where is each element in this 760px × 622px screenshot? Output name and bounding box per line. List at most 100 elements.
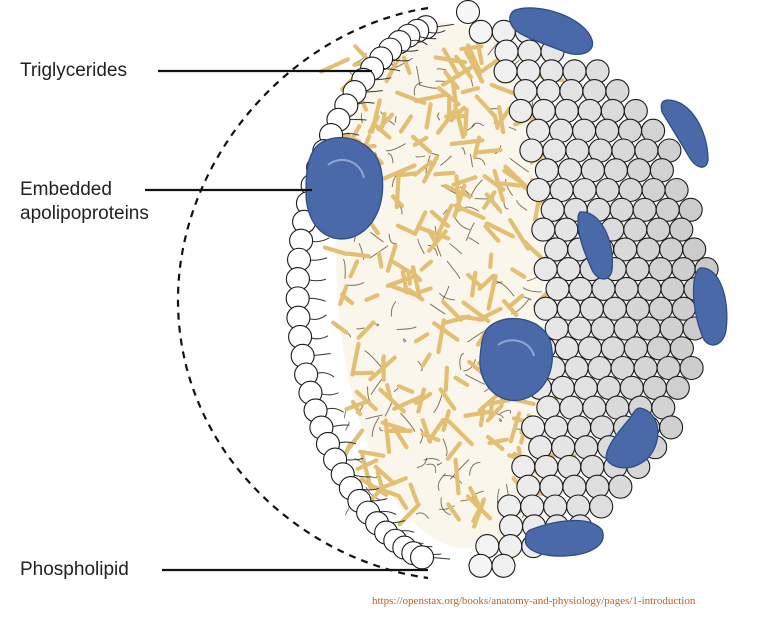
apolipoprotein-highlight — [327, 158, 365, 179]
triglyceride-molecule — [413, 332, 430, 344]
triglyceride-molecule — [470, 270, 478, 298]
phospholipid-head — [491, 553, 516, 578]
triglyceride-molecule — [508, 411, 522, 444]
triglyceride-molecule — [350, 341, 361, 377]
triglyceride-molecule — [463, 107, 469, 137]
triglyceride-molecule — [453, 457, 461, 496]
phospholipid-head — [671, 296, 696, 321]
triglyceride-molecule — [465, 43, 483, 75]
label-embedded-line2: apolipoproteins — [20, 203, 149, 224]
fatty-acid-tail — [358, 243, 365, 260]
fatty-acid-tail — [439, 155, 452, 167]
triglyceride-molecule — [441, 299, 464, 322]
phospholipid-head — [637, 276, 662, 301]
triglyceride-molecule — [322, 245, 349, 257]
fatty-acid-tail — [449, 243, 462, 255]
phospholipid-head — [669, 336, 694, 361]
triglyceride-molecule — [433, 55, 468, 65]
triglyceride-molecule — [383, 418, 392, 455]
triglyceride-molecule — [381, 356, 386, 382]
triglyceride-molecule — [394, 90, 427, 106]
triglyceride-molecule — [398, 114, 414, 134]
triglyceride-molecule — [426, 228, 438, 244]
fatty-acid-tail — [438, 292, 455, 301]
triglyceride-molecule — [350, 124, 362, 140]
triglyceride-molecule — [486, 273, 498, 311]
phospholipid-head — [409, 545, 435, 570]
phospholipid-head — [539, 59, 564, 84]
phospholipid-head — [608, 474, 633, 499]
phospholipid-head — [513, 79, 538, 104]
fatty-acid-tail — [497, 488, 500, 504]
fatty-acid-tail — [369, 476, 378, 479]
triglyceride-molecule — [373, 485, 400, 498]
phospholipid-head — [536, 79, 561, 104]
fatty-acid-tail — [446, 260, 461, 280]
triglyceride-molecule — [420, 352, 432, 368]
triglyceride-molecule — [416, 387, 427, 414]
fatty-acid-tail — [415, 155, 426, 158]
triglyceride-molecule — [376, 112, 395, 132]
triglyceride-molecule — [429, 209, 451, 229]
fatty-acid-tail — [498, 417, 503, 422]
triglyceride-molecule — [443, 365, 450, 392]
phospholipid-head — [659, 415, 684, 440]
phospholipid-head — [625, 257, 650, 282]
triglyceride-molecule — [397, 171, 417, 178]
phospholipid-head — [455, 0, 481, 25]
fatty-acid-tail — [345, 282, 365, 286]
fatty-acid-tail — [365, 414, 383, 420]
triglyceride-molecule — [385, 274, 415, 288]
fatty-acid-tail — [396, 326, 417, 330]
triglyceride-molecule — [464, 49, 485, 84]
fatty-acid-tail — [426, 463, 437, 474]
fatty-acid-tail — [390, 300, 397, 317]
apolipoprotein-group — [305, 7, 728, 557]
phospholipid-head — [545, 276, 570, 301]
triglyceride-molecule — [447, 419, 475, 447]
triglyceride-molecule — [484, 221, 515, 239]
phospholipid-head — [559, 79, 584, 104]
fatty-acid-tail — [471, 122, 485, 128]
triglyceride-molecule — [416, 225, 451, 241]
triglyceride-molecule — [488, 399, 495, 420]
phospholipid-head — [582, 79, 607, 104]
label-phospholipid: Phospholipid — [20, 559, 129, 580]
triglyceride-molecule — [346, 251, 371, 259]
triglyceride-molecule — [319, 57, 350, 74]
triglyceride-molecule — [382, 163, 417, 181]
phospholipid-head — [602, 296, 627, 321]
fatty-acid-tail — [413, 81, 423, 96]
triglyceride-molecule — [378, 387, 406, 414]
triglyceride-molecule — [396, 384, 415, 394]
phospholipid-head — [533, 257, 558, 282]
triglyceride-molecule — [351, 370, 375, 376]
phospholipid-head — [468, 19, 493, 44]
phospholipid-head — [580, 454, 605, 479]
triglyceride-molecule — [401, 55, 412, 76]
triglyceride-molecule — [471, 500, 486, 524]
fatty-acid-tail — [427, 244, 438, 256]
phospholipid-head — [678, 197, 703, 222]
fatty-acid-tail — [394, 57, 414, 69]
fatty-acid-tail — [516, 199, 528, 211]
phospholipid-head — [665, 375, 690, 400]
triglyceride-molecule — [419, 259, 434, 272]
triglyceride-molecule — [330, 320, 349, 335]
triglyceride-molecule — [446, 502, 461, 522]
triglyceride-molecule — [476, 148, 503, 155]
apolipoprotein — [524, 519, 604, 557]
triglyceride-molecule — [475, 40, 484, 66]
phospholipid-head — [625, 296, 650, 321]
phospholipid-head — [557, 454, 582, 479]
triglyceride-molecule — [338, 284, 349, 307]
triglyceride-molecule — [522, 239, 547, 263]
leader-lines — [145, 69, 428, 572]
phospholipid-head — [562, 59, 587, 84]
phospholipid-head — [591, 276, 616, 301]
apolipoprotein — [509, 7, 594, 55]
fatty-acid-tail — [415, 65, 421, 86]
apolipoprotein — [692, 267, 728, 346]
triglyceride-molecule — [441, 47, 461, 78]
